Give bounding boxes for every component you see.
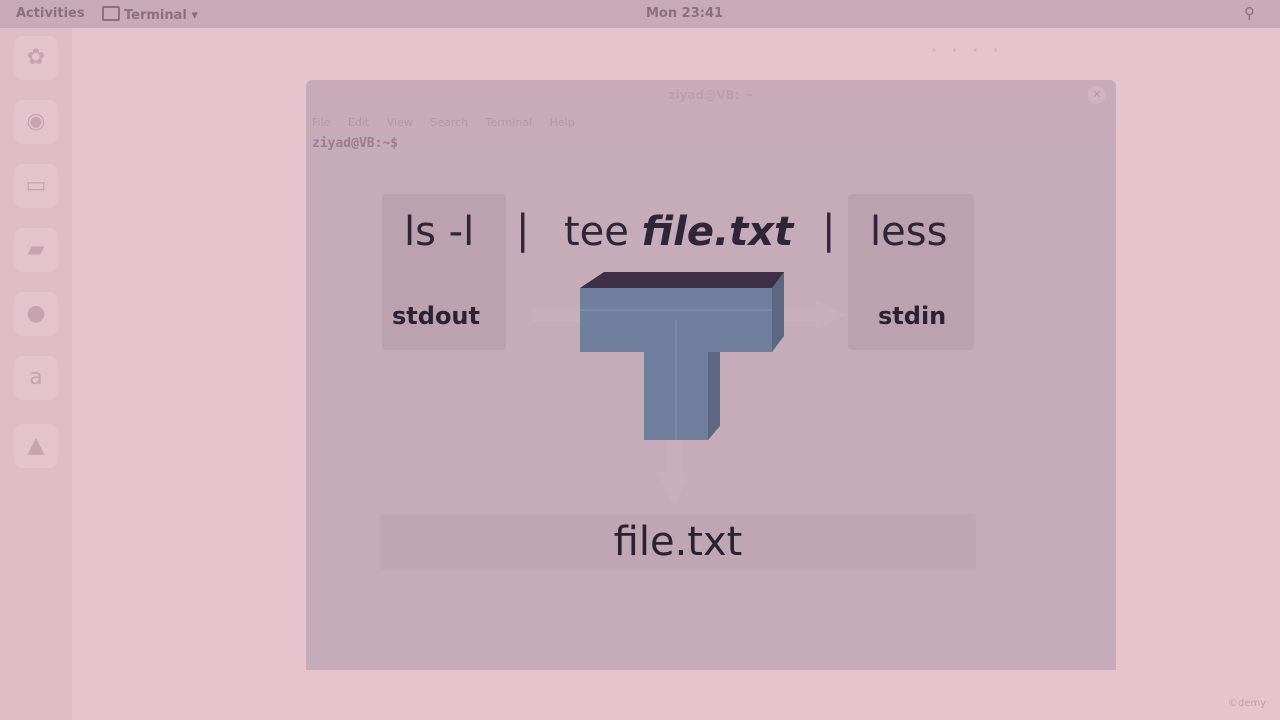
stdout-arrow-shaft bbox=[532, 308, 588, 322]
activities-button[interactable]: Activities bbox=[16, 6, 85, 21]
app-menu[interactable]: Terminal ▾ bbox=[102, 6, 198, 23]
menu-help[interactable]: Help bbox=[549, 116, 575, 129]
settings-icon[interactable]: ▲ bbox=[14, 424, 58, 468]
pipe-1: | bbox=[516, 207, 530, 253]
tee-top-face bbox=[580, 272, 784, 288]
tee-pipe-graphic bbox=[532, 272, 846, 506]
cmd-tee: tee file.txt bbox=[564, 208, 793, 256]
cmd-ls: ls -l bbox=[404, 209, 475, 255]
stdin-label: stdin bbox=[878, 302, 947, 330]
network-icon[interactable]: ⚲ bbox=[1244, 4, 1255, 22]
cmd-less: less bbox=[870, 209, 948, 255]
app-icon[interactable]: ✿ bbox=[14, 36, 58, 80]
terminal-app-icon bbox=[102, 6, 120, 21]
file-box: file.txt bbox=[380, 514, 976, 570]
folder-icon[interactable]: ▰ bbox=[14, 228, 58, 272]
credit: ©demy bbox=[1228, 698, 1267, 709]
close-icon[interactable]: ✕ bbox=[1088, 86, 1106, 104]
amazon-icon[interactable]: a bbox=[14, 356, 58, 400]
down-arrow-head bbox=[658, 472, 690, 506]
tee-stem-side bbox=[708, 352, 720, 440]
ls-box bbox=[382, 194, 506, 350]
window-title: ziyad@VB: ~ bbox=[668, 88, 754, 102]
menu-search[interactable]: Search bbox=[430, 116, 469, 129]
stdin-arrow-shaft bbox=[780, 308, 820, 322]
menu-view[interactable]: View bbox=[386, 116, 413, 129]
down-arrow-shaft bbox=[666, 436, 682, 476]
stdin-arrow-head bbox=[816, 300, 846, 330]
files-icon[interactable]: ▭ bbox=[14, 164, 58, 208]
tee-diagram: ls -l | tee file.txt | less stdout stdin… bbox=[376, 190, 980, 580]
menu-edit[interactable]: Edit bbox=[347, 116, 370, 129]
top-bar: Activities Terminal ▾ Mon 23:41 ⚲ bbox=[0, 0, 1280, 28]
app-menu-label: Terminal bbox=[124, 8, 187, 23]
menu-terminal[interactable]: Terminal bbox=[485, 116, 533, 129]
shell-prompt: ziyad@VB:~$ bbox=[312, 136, 399, 151]
menu-file[interactable]: File bbox=[312, 116, 331, 129]
terminal-titlebar[interactable]: ziyad@VB: ~ ✕ bbox=[306, 80, 1116, 110]
dock: ✿ ◉ ▭ ▰ ● a ▲ bbox=[0, 28, 72, 720]
firefox-icon[interactable]: ◉ bbox=[14, 100, 58, 144]
pipe-2: | bbox=[822, 207, 836, 253]
software-icon[interactable]: ● bbox=[14, 292, 58, 336]
clock[interactable]: Mon 23:41 bbox=[646, 6, 724, 21]
cmd-tee-file: file.txt bbox=[641, 209, 794, 255]
stdout-label: stdout bbox=[392, 302, 480, 330]
cmd-tee-prefix: tee bbox=[564, 209, 642, 255]
terminal-menubar: File Edit View Search Terminal Help bbox=[312, 116, 589, 129]
tee-right-face bbox=[772, 272, 784, 352]
less-box bbox=[848, 194, 974, 350]
watermark: · · · · bbox=[930, 36, 1002, 66]
file-label: file.txt bbox=[613, 519, 743, 565]
